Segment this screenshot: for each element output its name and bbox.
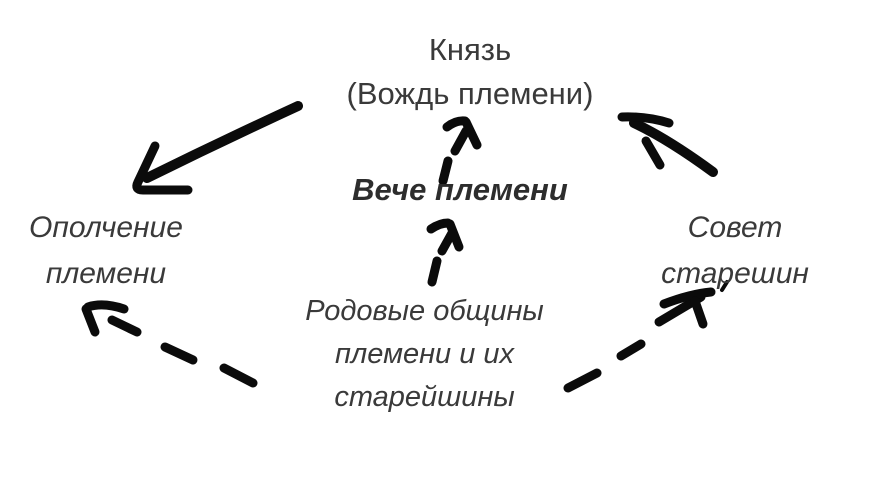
dashed-arrow-communities-to-council-icon xyxy=(563,280,729,393)
node-veche: Вече племени xyxy=(310,172,610,208)
militia-label-line1: Ополчение xyxy=(29,211,183,244)
dashed-arrow-communities-to-militia-icon xyxy=(81,300,258,388)
node-prince: Князь (Вождь племени) xyxy=(270,28,670,116)
node-communities: Родовые общины племени и их старейшины xyxy=(267,290,582,419)
solid-arrow-center-to-militia-icon xyxy=(132,101,303,195)
solid-arrow-council-to-prince-icon xyxy=(617,112,718,177)
node-council: Совет старешин xyxy=(640,205,830,297)
communities-label-line1: Родовые общины xyxy=(305,295,544,327)
prince-title-line2: (Вождь племени) xyxy=(346,76,594,111)
communities-label-line2: племени и их xyxy=(334,338,515,370)
communities-label-line3: старейшины xyxy=(334,381,515,413)
militia-label-line2: племени xyxy=(45,257,167,290)
veche-label: Вече племени xyxy=(352,172,568,207)
prince-title-line1: Князь xyxy=(428,32,512,67)
dashed-arrow-veche-to-prince-icon xyxy=(438,116,482,186)
council-label-line1: Совет xyxy=(687,211,783,244)
node-militia: Ополчение племени xyxy=(6,205,206,297)
council-label-line2: старешин xyxy=(661,257,809,290)
dashed-arrow-communities-to-veche-icon xyxy=(426,218,464,287)
